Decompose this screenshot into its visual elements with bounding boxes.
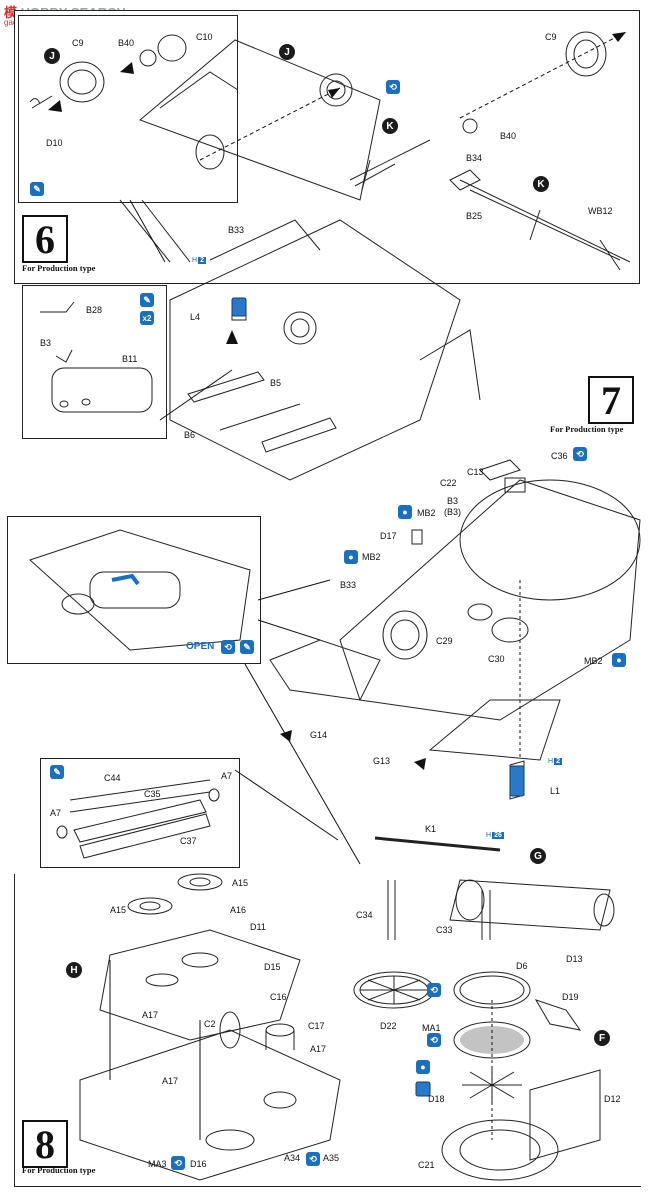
paint-icon: ✎ [240, 640, 254, 654]
part-label: C36 [551, 451, 568, 461]
part-label: D10 [46, 138, 63, 148]
part-label: C9 [72, 38, 84, 48]
part-label: A15 [110, 905, 127, 915]
part-label: C9 [545, 32, 557, 42]
part-label: D13 [566, 954, 583, 964]
part-label: D22 [380, 1021, 397, 1031]
part-label: D6 [516, 961, 528, 971]
part-label: B3 [447, 496, 459, 506]
part-label: B6 [184, 430, 196, 440]
x2-icon: x2 [140, 311, 154, 325]
part-label: B40 [500, 131, 517, 141]
letter-h: H [66, 962, 82, 978]
paint-icon: ✎ [50, 765, 64, 779]
part-label: A34 [284, 1153, 301, 1163]
part-label: MB2 [362, 552, 381, 562]
part-label: (B3) [444, 507, 462, 517]
part-label: C2 [204, 1019, 216, 1029]
swap-icon: ⟲ [306, 1152, 320, 1166]
part-label: D16 [190, 1159, 207, 1169]
step-6-caption: For Production type [22, 263, 96, 273]
part-label: D11 [250, 922, 266, 932]
part-label: MB2 [417, 508, 436, 518]
part-label: C37 [180, 836, 197, 846]
part-label: B5 [270, 378, 282, 388]
part-label: B40 [118, 38, 135, 48]
step-7-caption: For Production type [550, 424, 624, 434]
part-label: L1 [550, 786, 561, 796]
swap-icon: ⟲ [427, 983, 441, 997]
letter-k-a: K [382, 118, 398, 134]
part-label: D19 [562, 992, 579, 1002]
part-label: C44 [104, 773, 121, 783]
part-label: A7 [221, 771, 233, 781]
part-label: D12 [604, 1094, 621, 1104]
part-label: MA3 [148, 1159, 167, 1169]
inset-b11-frame [22, 285, 167, 439]
glue-icon: ● [416, 1060, 430, 1074]
swap-icon: ⟲ [221, 640, 235, 654]
part-label: C34 [356, 910, 373, 920]
part-label: C29 [436, 636, 453, 646]
part-label: D15 [264, 962, 281, 972]
letter-j-b: J [279, 44, 295, 60]
part-label: D18 [428, 1094, 445, 1104]
part-label: B28 [86, 305, 103, 315]
part-label: B33 [228, 225, 245, 235]
inset-open-frame [7, 516, 261, 664]
letter-f: F [594, 1030, 610, 1046]
letter-j-a: J [44, 48, 60, 64]
glue-icon: ● [398, 505, 412, 519]
part-label: A17 [162, 1076, 179, 1086]
part-label: C17 [308, 1021, 325, 1031]
part-label: B33 [340, 580, 357, 590]
open-label: OPEN [186, 641, 215, 652]
part-label: C16 [270, 992, 287, 1002]
part-label: C21 [418, 1160, 435, 1170]
paint-icon: ✎ [140, 293, 154, 307]
part-label: A35 [323, 1153, 340, 1163]
part-label: B3 [40, 338, 52, 348]
step-7-number: 7 [588, 376, 634, 424]
part-label: A17 [310, 1044, 327, 1054]
part-label: B34 [466, 153, 483, 163]
part-label: C33 [436, 925, 453, 935]
glue-icon: ● [612, 653, 626, 667]
swap-icon: ⟲ [427, 1033, 441, 1047]
swap-icon: ⟲ [386, 80, 400, 94]
inset-barrel-frame [40, 758, 240, 868]
step-8-caption: For Production type [22, 1165, 96, 1175]
part-label: MA1 [422, 1023, 441, 1033]
part-label: D17 [380, 531, 397, 541]
part-label: K1 [425, 824, 437, 834]
part-label: C10 [196, 32, 213, 42]
part-label: A16 [230, 905, 247, 915]
part-label: C13 [467, 467, 484, 477]
part-label: A7 [50, 808, 62, 818]
step-6-number: 6 [22, 215, 68, 263]
letter-g: G [530, 848, 546, 864]
swap-icon: ⟲ [171, 1156, 185, 1170]
part-label: A15 [232, 878, 249, 888]
swap-icon: ⟲ [573, 447, 587, 461]
part-label: C30 [488, 654, 505, 664]
part-label: MB2 [584, 656, 603, 666]
part-label: WB12 [588, 206, 613, 216]
letter-k-b: K [533, 176, 549, 192]
part-label: G13 [373, 756, 391, 766]
part-label: L4 [190, 312, 201, 322]
part-label: B25 [466, 211, 483, 221]
part-label: A17 [142, 1010, 159, 1020]
part-label: G14 [310, 730, 328, 740]
part-label: C35 [144, 789, 161, 799]
paint-icon: ✎ [30, 182, 44, 196]
part-label: C22 [440, 478, 457, 488]
step-8-number: 8 [22, 1120, 68, 1168]
part-label: B11 [122, 354, 138, 364]
glue-icon: ● [344, 550, 358, 564]
